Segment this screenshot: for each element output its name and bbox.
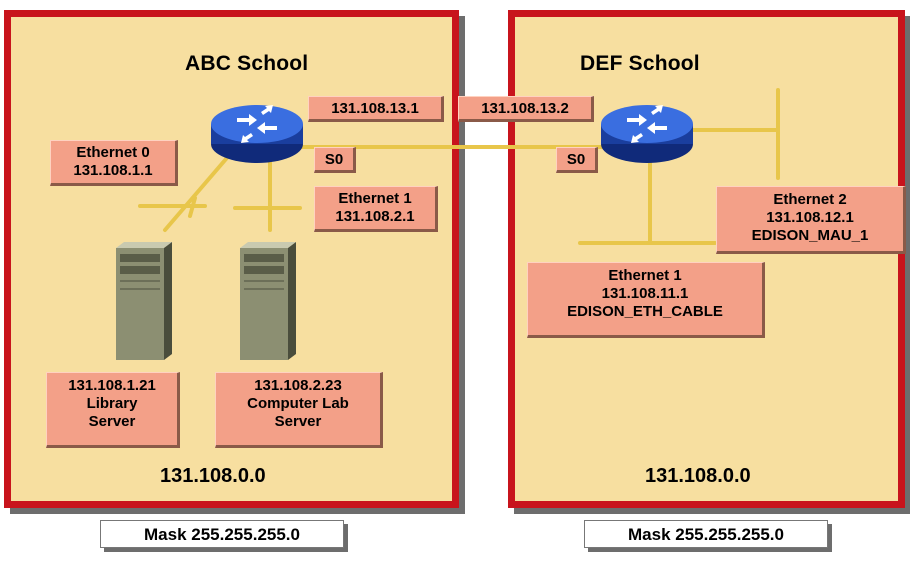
abc-eth0-cable [163,150,234,232]
abc-s0-label: S0 [314,147,356,173]
def-s0-label: S0 [556,147,598,173]
router-icon [211,105,303,163]
server-icon [116,242,172,360]
abc-ethernet1-label: Ethernet 1 131.108.2.1 [314,186,438,232]
def-subnet-mask: Mask 255.255.255.0 [584,520,828,548]
def-serial-ip-label: 131.108.13.2 [458,96,594,122]
def-router [597,98,697,173]
abc-eth0-tick [188,196,197,218]
abc-subnet-mask: Mask 255.255.255.0 [100,520,344,548]
library-server-label: 131.108.1.21 Library Server [46,372,180,448]
abc-serial-ip-label: 131.108.13.1 [308,96,444,122]
abc-school-title: ABC School [185,52,309,75]
def-ethernet1-label: Ethernet 1 131.108.11.1 EDISON_ETH_CABLE [527,262,765,338]
router-icon [601,105,693,163]
computer-lab-server [236,240,298,365]
computer-lab-server-label: 131.108.2.23 Computer Lab Server [215,372,383,448]
def-school-panel [508,10,905,508]
abc-ethernet0-label: Ethernet 0 131.108.1.1 [50,140,178,186]
server-icon [240,242,296,360]
abc-network-address: 131.108.0.0 [160,465,266,487]
library-server [112,240,174,365]
def-school-title: DEF School [580,52,700,75]
abc-router [207,98,307,173]
def-network-address: 131.108.0.0 [645,465,751,487]
def-ethernet2-label: Ethernet 2 131.108.12.1 EDISON_MAU_1 [716,186,906,254]
